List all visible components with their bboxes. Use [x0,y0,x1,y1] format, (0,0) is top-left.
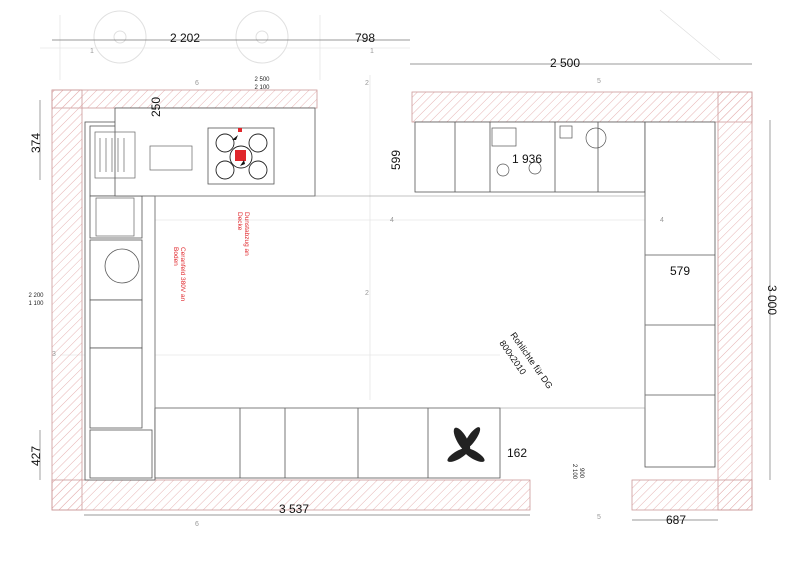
dim-left-374: 374 [29,133,43,153]
walls [51,89,753,511]
axis-marker-4a: 4 [390,217,394,224]
axis-marker-6b: 6 [195,521,199,528]
dim-bottom-right: 687 [666,513,686,527]
axis-marker-4b: 4 [660,217,664,224]
appliance-icons [491,125,607,177]
dim-counter-depth: 599 [389,150,403,170]
dim-height-a: 2 200 [28,293,44,299]
axis-marker-5a: 5 [597,78,601,85]
dim-top-mid: 798 [355,31,375,45]
hob-marker-icon [232,128,246,166]
dim-sink-width: 1 936 [512,152,542,166]
hob-icon [215,133,268,180]
dim-door-offset: 162 [507,446,527,460]
sink-icon [94,131,193,237]
round-appliance-icon [104,248,140,284]
hood-note-line2: Decke [236,212,243,231]
plant-icon [447,427,485,462]
dim-top-left: 2 202 [170,31,200,45]
dim-hob-height-b: 2 100 [254,85,270,91]
power-note-line1: Ceranfeld 380V an [179,247,186,302]
dim-right-total: 3 000 [765,285,779,315]
dim-top-right: 2 500 [550,56,580,70]
dim-250: 250 [149,97,163,117]
hood-note-line1: Dunstabzug an [243,212,250,256]
axis-marker-6a: 6 [195,80,199,87]
dim-height-b: 1 100 [28,301,44,307]
power-note-line2: Boden [172,247,179,266]
cabinets [84,107,716,481]
dim-left-427: 427 [29,446,43,466]
dimension-lines [39,39,771,521]
axis-marker-5b: 5 [597,514,601,521]
dim-hob-height-a: 2 500 [254,77,270,83]
axis-marker-1b: 1 [370,48,374,55]
axis-marker-3: 3 [52,351,56,358]
axis-marker-2b: 2 [365,290,369,297]
dim-bottom-total: 3 537 [279,502,309,516]
dim-door-height-a: 900 [578,468,584,479]
axis-marker-1a: 1 [90,48,94,55]
dim-door-height-b: 2 100 [571,464,577,480]
dim-right-depth: 579 [670,264,690,278]
round-fixtures [93,10,289,64]
axis-marker-2a: 2 [365,80,369,87]
